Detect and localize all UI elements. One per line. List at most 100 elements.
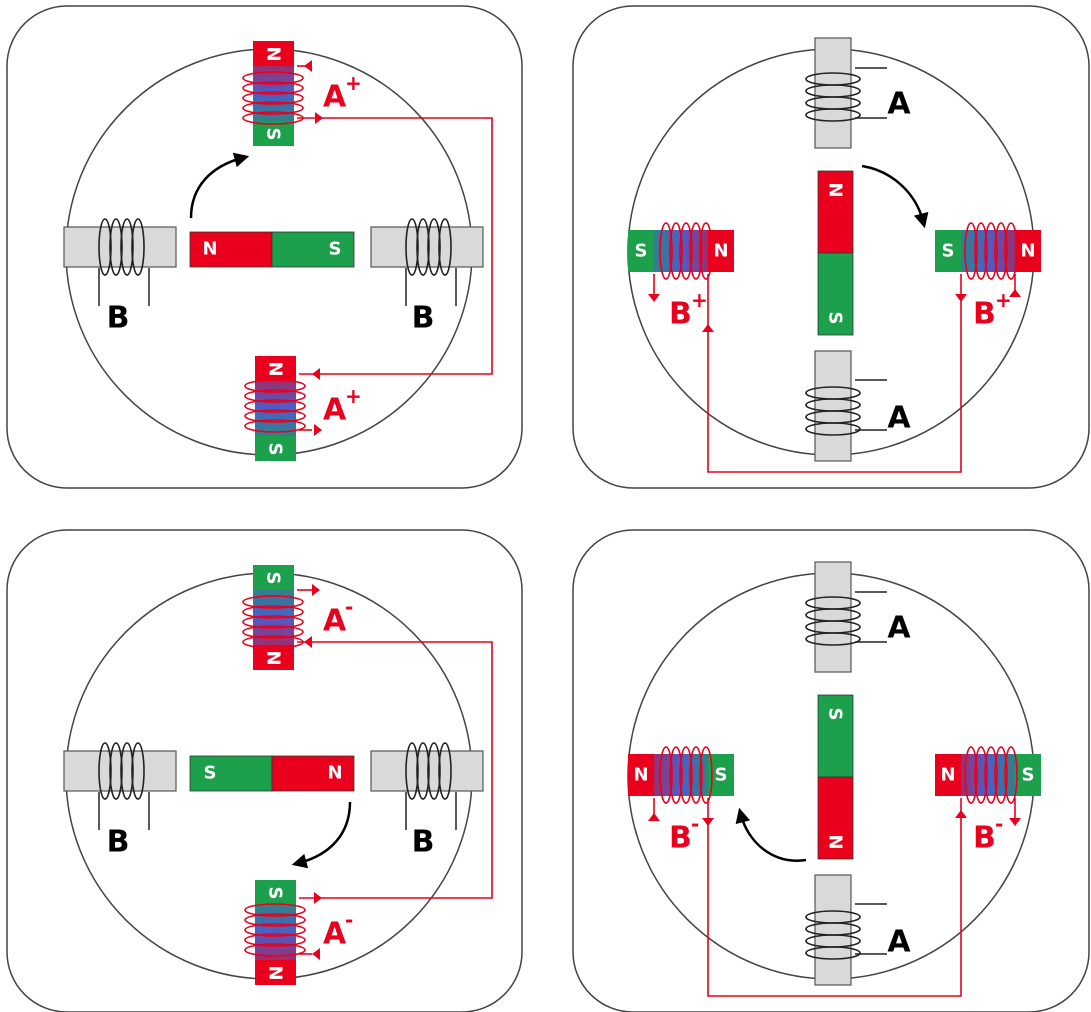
bottom-pole-upper-label: S [265,887,286,900]
rotor-bottom-label: N [825,834,846,849]
right-pole-inner [935,754,961,796]
wire-loop [707,798,962,997]
right-coil-label: B [412,825,435,860]
top-pole-lower [253,121,294,146]
right-coil-loop [405,742,419,800]
right-coil-loop [427,218,441,276]
top-coil-loop [242,81,304,95]
right-coil-loop [994,746,1008,804]
right-a-arrow [955,810,967,818]
bottom-coil-loop [244,933,306,947]
left-coil [659,222,713,280]
bottom-coil-loop [244,379,306,393]
bottom-coil [244,903,306,957]
right-coil-label-sup: + [995,288,1012,312]
top-pole-core [814,37,852,149]
rotor-bottom-half [817,776,854,860]
top-coil [805,72,861,122]
rotation-arrow [861,164,929,229]
left-coil-loop [699,222,713,280]
right-coil-loop [964,222,978,280]
top-coil-loop [242,71,304,85]
right-coil [405,218,452,276]
top-coil [805,596,861,646]
top-pole-lower-label: N [263,650,284,665]
top-pole-lower [253,645,294,670]
rotation-arrow [735,807,807,862]
bottom-out-arrow [312,948,320,960]
right-coil-loop [427,742,441,800]
bottom-coil-label: A+ [323,384,362,428]
left-coil [98,218,145,276]
bottom-pole-upper [255,356,296,381]
bottom-pole-upper-label: N [265,361,286,376]
right-coil-loop [984,746,998,804]
bottom-coil-leads [855,379,887,431]
left-coil-loop [109,218,123,276]
bottom-pole-upper [255,880,296,905]
top-coil-loop [242,91,304,105]
right-b-arrow [1009,289,1021,297]
bottom-pole-lower-label: S [265,443,286,456]
right-coil-loop [1004,746,1018,804]
top-coil-leads [855,591,887,643]
left-a-arrow [648,294,660,302]
bottom-coil-loop [244,419,306,433]
right-coil-loop [974,746,988,804]
left-coil-label: B+ [669,288,708,332]
top-coil-label: A [887,87,911,122]
rotor-left-label: S [204,763,217,784]
bottom-pole-lower-label: N [265,965,286,980]
bottom-out-arrow [314,424,322,436]
rotation-arrow [291,801,352,869]
left-coil-label-text: B [669,297,692,332]
rotor-right-label: S [329,239,342,260]
left-pole-inner-label: N [713,241,728,262]
right-coil [964,222,1018,280]
right-a-arrow [955,294,967,302]
right-pole-core [370,226,484,268]
left-coil-loop [689,222,703,280]
bottom-coil-label-text: A [323,393,347,428]
left-coil-loop [120,218,134,276]
left-b-arrow [702,818,714,826]
right-coil-loop [416,742,430,800]
right-coil-loop [438,742,452,800]
bottom-coil-loop [244,943,306,957]
right-coil-leads [405,268,457,306]
right-coil-loop [438,218,452,276]
top-pole-upper [253,41,294,66]
bottom-coil-loop [244,913,306,927]
right-coil [964,746,1018,804]
bottom-coil-label: A [887,925,911,960]
bottom-pole-lower [255,436,296,461]
left-coil-loop [679,222,693,280]
right-pole-core [370,750,484,792]
bottom-coil [244,379,306,433]
top-coil-loop [242,615,304,629]
right-coil-label: B+ [973,288,1012,332]
left-coil-loop [659,746,673,804]
left-coil-loop [109,742,123,800]
right-coil-loop [964,746,978,804]
left-coil [659,746,713,804]
top-coil-loop [805,632,861,646]
top-pole-lower-label: S [263,128,284,141]
bottom-coil [805,386,861,436]
left-pole-outer [628,230,654,272]
left-pole-core [63,226,177,268]
right-coil-leads [405,792,457,830]
rotor-right-half [271,755,355,792]
rotor-top-label: S [825,708,846,721]
top-coil-label-text: A [323,80,347,115]
top-coil-label-sup: - [345,595,353,619]
right-b-arrow [1009,818,1021,826]
left-coil [98,742,145,800]
bottom-pole-core [814,874,852,986]
right-coil-label: B [412,301,435,336]
left-coil-loop [120,742,134,800]
right-coil-loop [1004,222,1018,280]
